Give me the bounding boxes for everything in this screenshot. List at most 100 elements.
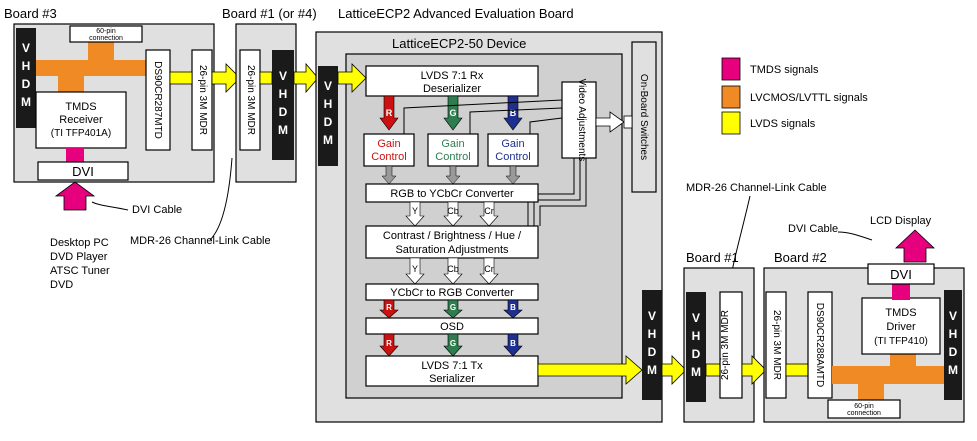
svg-text:Cb: Cb	[447, 206, 459, 216]
dvi-cable-label: DVI Cable	[132, 204, 182, 216]
svg-text:R: R	[386, 108, 393, 118]
svg-text:26-pin 3M MDR: 26-pin 3M MDR	[245, 65, 256, 135]
video-adjustments	[561, 81, 597, 159]
svg-text:ATSC Tuner: ATSC Tuner	[50, 265, 110, 277]
svg-text:Control: Control	[495, 151, 530, 163]
legend-swatch	[721, 57, 741, 81]
svg-text:DVI: DVI	[72, 164, 94, 179]
legend: TMDS signals LVCMOS/LVTTL signals LVDS s…	[721, 57, 868, 135]
svg-text:Cr: Cr	[484, 264, 494, 274]
svg-text:DS90CR288AMTD: DS90CR288AMTD	[814, 303, 825, 387]
svg-text:OSD: OSD	[440, 321, 464, 333]
svg-text:26-pin 3M MDR: 26-pin 3M MDR	[720, 310, 731, 380]
svg-text:DVD: DVD	[50, 279, 73, 291]
svg-text:Contrast / Brightness / Hue /: Contrast / Brightness / Hue /	[383, 230, 522, 242]
svg-text:G: G	[450, 303, 456, 312]
board3-lvcmos-bus	[36, 60, 146, 76]
lcd-output-arrow	[894, 229, 936, 263]
svg-text:D: D	[949, 345, 958, 359]
mdr-board2	[765, 291, 787, 399]
svg-text:On-Board Switches: On-Board Switches	[638, 74, 649, 160]
legend-swatch	[721, 85, 741, 109]
svg-text:G: G	[449, 108, 456, 118]
svg-text:V: V	[22, 41, 30, 55]
on-board-switches	[631, 41, 657, 193]
svg-text:DVI: DVI	[890, 267, 912, 282]
dvi-right	[867, 263, 935, 285]
board2-title: Board #2	[774, 250, 827, 265]
vhdm-eval-in	[318, 66, 338, 166]
dvi-cable-label-right: DVI Cable	[788, 223, 838, 235]
device-title: LatticeECP2-50 Device	[392, 36, 526, 51]
tmds-receiver	[35, 91, 127, 149]
lcd-display-label: LCD Display	[870, 215, 932, 227]
svg-text:Desktop PC: Desktop PC	[50, 237, 109, 249]
ds90cr288	[807, 291, 833, 399]
svg-text:Saturation Adjustments: Saturation Adjustments	[395, 244, 509, 256]
legend-swatch	[721, 111, 741, 135]
svg-text:Gain: Gain	[377, 138, 400, 150]
svg-text:M: M	[278, 123, 288, 137]
mdr-left	[191, 49, 213, 151]
svg-text:Gain: Gain	[501, 138, 524, 150]
svg-text:B: B	[510, 303, 516, 312]
svg-text:D: D	[692, 347, 701, 361]
svg-text:M: M	[691, 365, 701, 379]
svg-text:V: V	[692, 311, 700, 325]
dvi-input-arrow	[54, 181, 96, 211]
svg-text:Cr: Cr	[484, 206, 494, 216]
svg-text:DS90CR287MTD: DS90CR287MTD	[152, 61, 163, 139]
svg-text:LVDS signals: LVDS signals	[750, 118, 816, 130]
svg-text:Deserializer: Deserializer	[423, 83, 481, 95]
svg-text:DVD Player: DVD Player	[50, 251, 108, 263]
svg-text:H: H	[648, 327, 657, 341]
control-lines	[403, 99, 587, 226]
svg-text:YCbCr to RGB Converter: YCbCr to RGB Converter	[390, 287, 514, 299]
contrast-brightness-adjustments	[365, 225, 539, 259]
board1-title: Board #1	[686, 250, 739, 265]
svg-text:Y: Y	[412, 206, 418, 216]
svg-text:LVDS 7:1 Rx: LVDS 7:1 Rx	[421, 70, 484, 82]
svg-text:G: G	[450, 339, 456, 348]
rgb-arrows-top: R G B	[379, 95, 523, 131]
dvi-left	[37, 161, 129, 181]
rgb-arrows-bottom: R G B	[379, 333, 523, 357]
svg-text:connection: connection	[847, 410, 881, 417]
svg-text:V: V	[949, 309, 957, 323]
svg-text:Video Adjustments: Video Adjustments	[576, 79, 587, 162]
svg-text:V: V	[279, 69, 287, 83]
vhdm-b1	[272, 50, 294, 160]
board2-lvcmos-bus	[832, 366, 944, 384]
mdr-cable-label: MDR-26 Channel-Link Cable	[130, 235, 271, 247]
svg-text:TMDS: TMDS	[885, 307, 916, 319]
board1or4-title: Board #1 (or #4)	[222, 6, 317, 21]
svg-text:B: B	[510, 339, 516, 348]
gain-control-b	[487, 133, 539, 167]
mdr-board1	[719, 291, 743, 399]
svg-text:Control: Control	[371, 151, 406, 163]
svg-text:26-pin 3M MDR: 26-pin 3M MDR	[197, 65, 208, 135]
svg-text:R: R	[386, 339, 392, 348]
svg-text:H: H	[22, 59, 31, 73]
svg-text:M: M	[323, 133, 333, 147]
svg-text:R: R	[386, 303, 392, 312]
gain-control-r	[363, 133, 415, 167]
rgb-arrows-mid: R G B	[379, 299, 523, 319]
vhdm-eval-out	[642, 290, 662, 400]
svg-text:Control: Control	[435, 151, 470, 163]
svg-text:RGB to YCbCr Converter: RGB to YCbCr Converter	[390, 188, 514, 200]
svg-text:Cb: Cb	[447, 264, 459, 274]
svg-text:D: D	[22, 77, 31, 91]
svg-text:60-pin: 60-pin	[96, 28, 116, 35]
svg-text:LVDS 7:1 Tx: LVDS 7:1 Tx	[421, 360, 483, 372]
mdr-cable-label-right: MDR-26 Channel-Link Cable	[686, 182, 827, 194]
ycbcr-arrows-1: Y Cb Cr	[405, 201, 499, 227]
svg-text:D: D	[279, 105, 288, 119]
gain-control-g	[427, 133, 479, 167]
svg-text:H: H	[949, 327, 958, 341]
svg-text:(TI TFP410): (TI TFP410)	[874, 336, 928, 347]
svg-text:Receiver: Receiver	[59, 114, 103, 126]
svg-text:V: V	[324, 79, 332, 93]
svg-text:26-pin 3M MDR: 26-pin 3M MDR	[771, 310, 782, 380]
